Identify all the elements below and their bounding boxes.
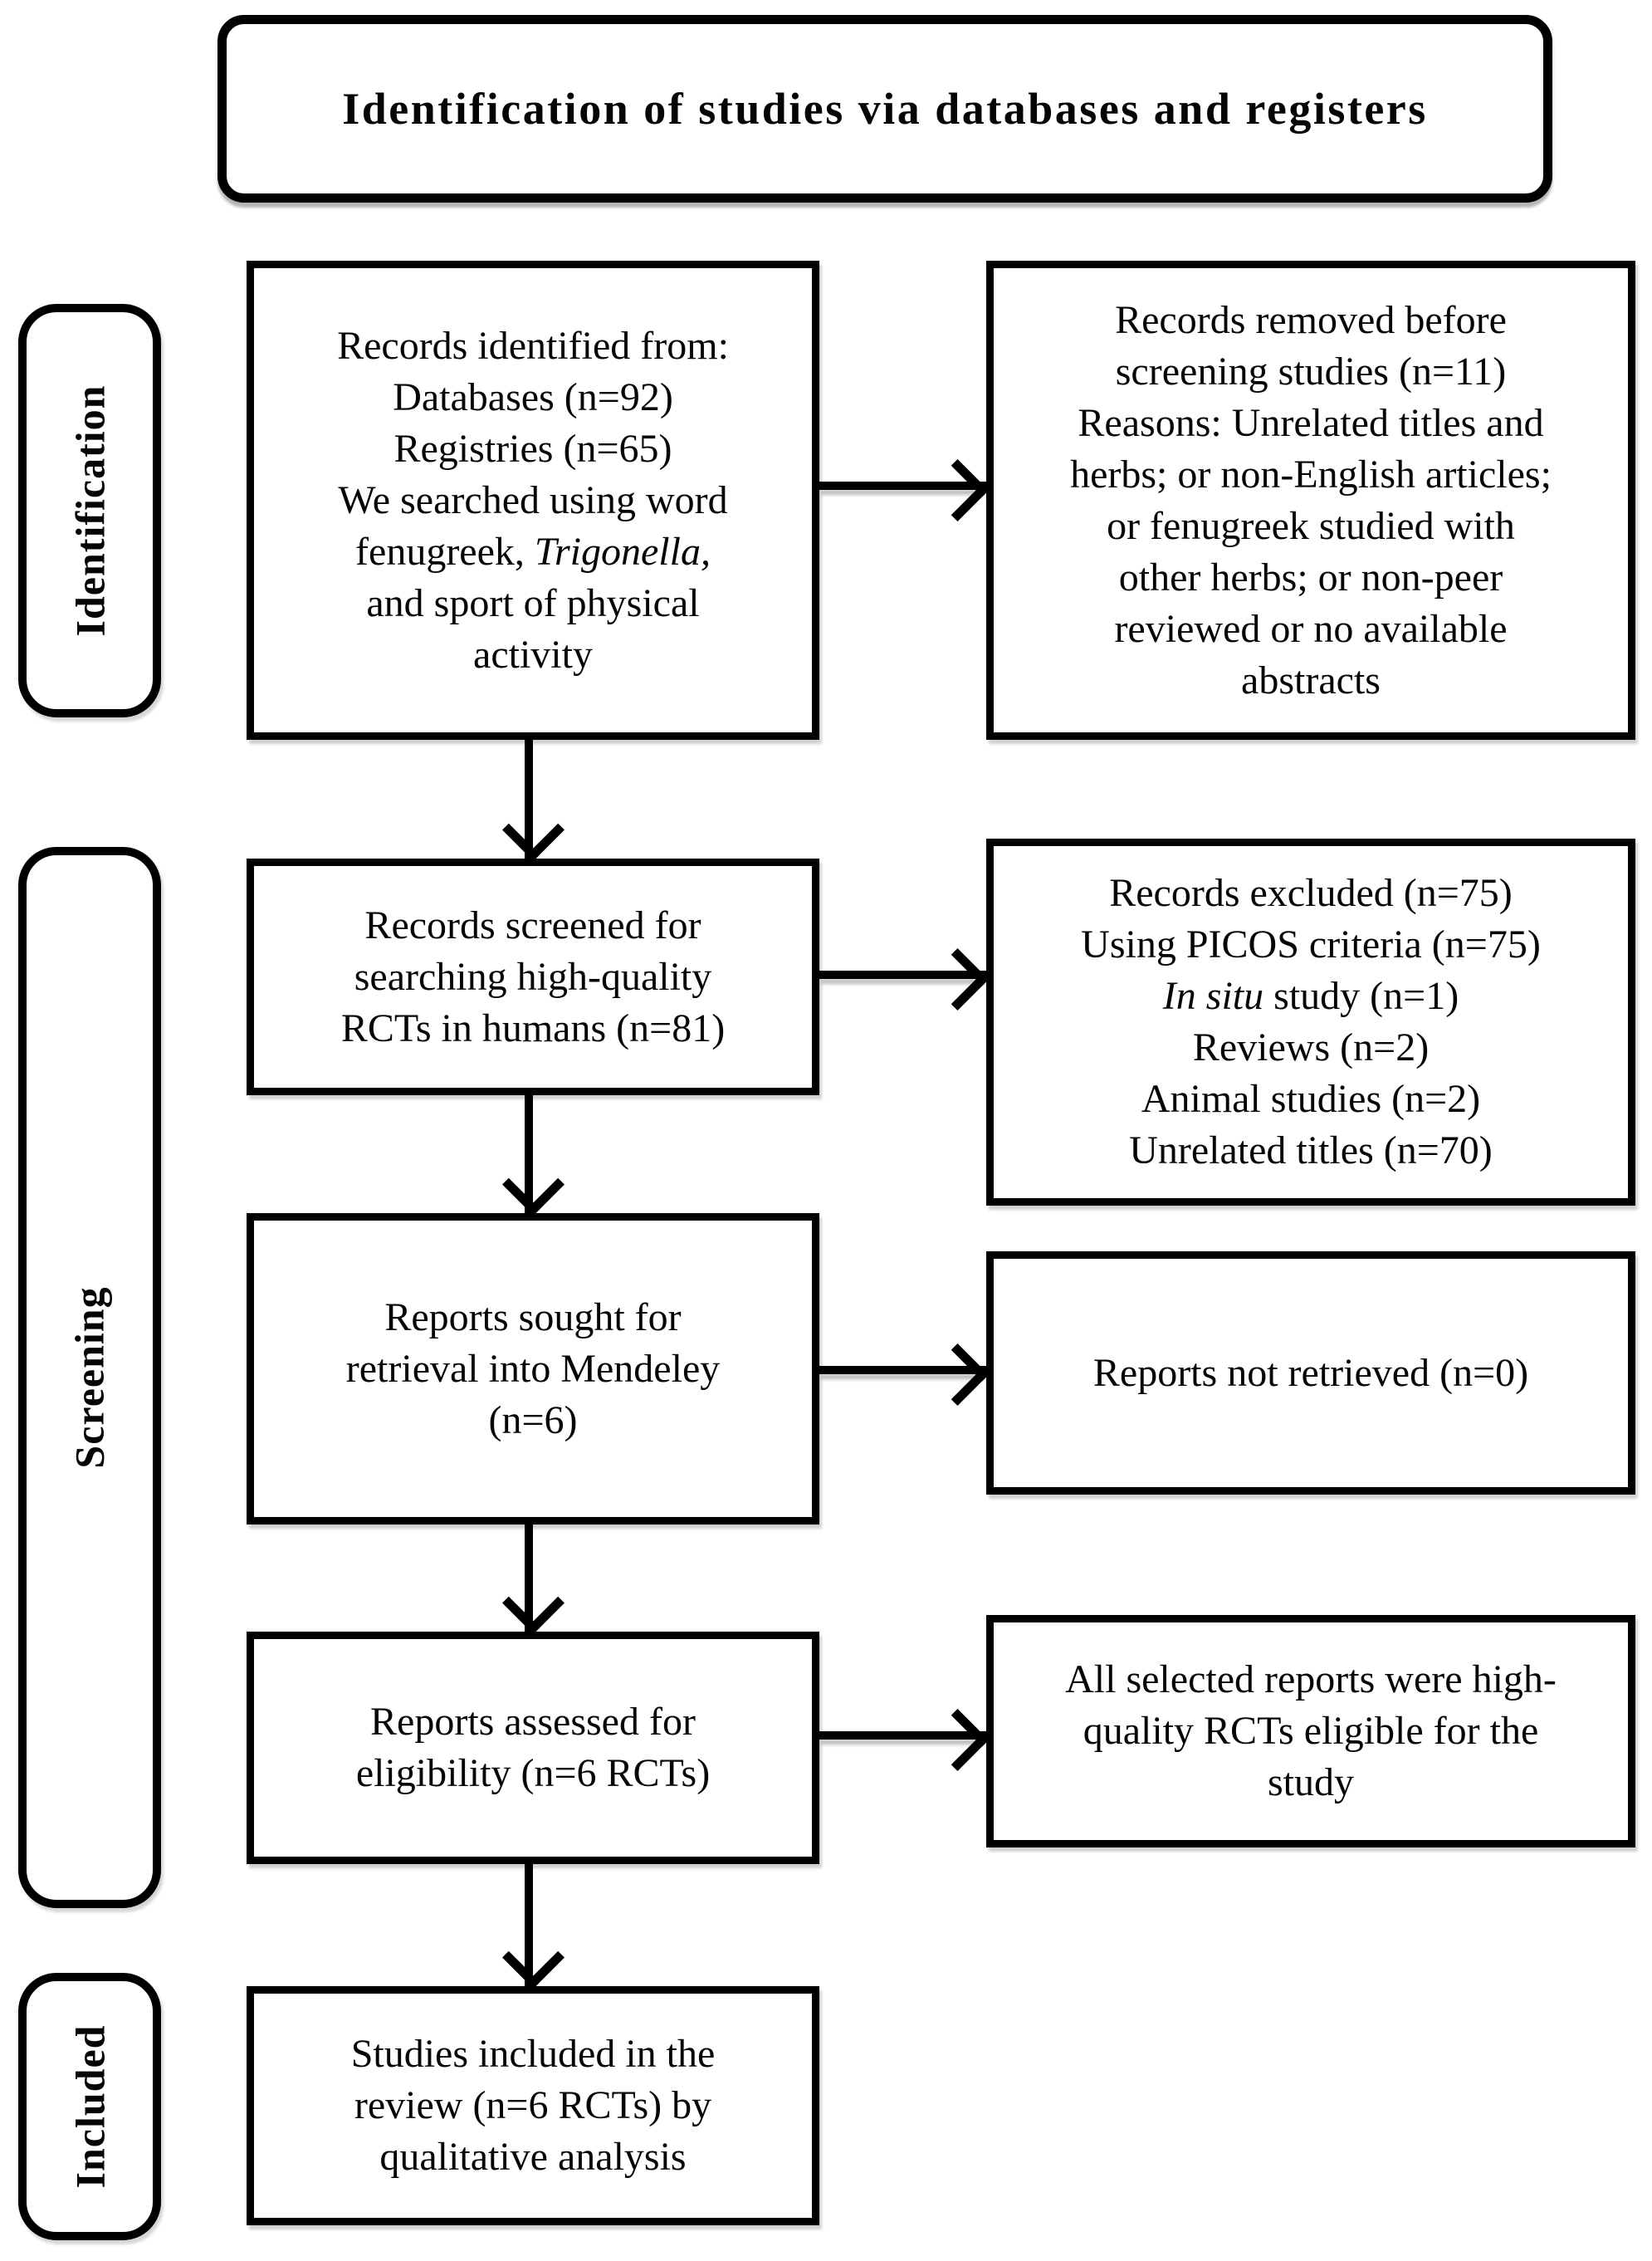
arrowhead-down-icon [502, 1926, 565, 1989]
arrow-stem [819, 482, 986, 490]
box-text-line: Using PICOS criteria (n=75) [1081, 923, 1541, 967]
box-text-line: screening studies (n=11) [1115, 349, 1507, 394]
stage-box-screening: Screening [18, 847, 161, 1908]
arrow-down-screened-to-sought [502, 1095, 565, 1216]
arrow-down-identified-to-screened [502, 740, 565, 861]
box-text-line: In situ study (n=1) [1163, 971, 1459, 1022]
box-text-line: quality RCTs eligible for the [1083, 1709, 1539, 1753]
box-selected-reports: All selected reports were high- quality … [986, 1615, 1635, 1847]
arrowhead-right-icon [926, 1709, 989, 1771]
box-text-line: retrieval into Mendeley [345, 1346, 721, 1391]
arrowhead-down-icon [502, 1153, 565, 1216]
box-reports-not-retrieved: Reports not retrieved (n=0) [986, 1251, 1635, 1495]
arrow-right-identified-to-removed [819, 459, 989, 521]
box-reports-sought: Reports sought for retrieval into Mendel… [247, 1213, 819, 1524]
arrow-down-assessed-to-included [502, 1864, 565, 1989]
arrow-right-assessed-to-selected [819, 1709, 989, 1771]
arrow-right-sought-to-not-retrieved [819, 1343, 989, 1406]
box-text-italic-segment: In situ [1162, 974, 1264, 1018]
box-text-line: Studies included in the [350, 2032, 716, 2076]
box-text-line: eligibility (n=6 RCTs) [355, 1751, 711, 1795]
box-text-line: review (n=6 RCTs) by [354, 2083, 712, 2127]
box-text-line: Reasons: Unrelated titles and [1078, 400, 1544, 445]
box-text-line: We searched using word [338, 477, 728, 522]
box-text-italic-segment: Trigonella, [534, 529, 711, 574]
arrowhead-down-icon [502, 1572, 565, 1634]
box-records-excluded: Records excluded (n=75) Using PICOS crit… [986, 839, 1635, 1206]
box-text-line: reviewed or no available [1114, 606, 1508, 651]
box-text-segment: fenugreek, [355, 529, 535, 574]
arrowhead-right-icon [926, 459, 989, 521]
arrowhead-right-icon [926, 948, 989, 1011]
box-text-line: and sport of physical [366, 580, 700, 625]
box-text-line: RCTs in humans (n=81) [340, 1006, 726, 1050]
box-text-line: activity [473, 632, 593, 677]
arrow-stem [525, 740, 533, 859]
box-text-line: Unrelated titles (n=70) [1129, 1128, 1493, 1172]
box-text-line: All selected reports were high- [1065, 1657, 1557, 1701]
box-records-identified: Records identified from: Databases (n=92… [247, 261, 819, 740]
arrowhead-right-icon [926, 1343, 989, 1406]
arrow-stem [819, 1731, 986, 1740]
box-text-line: searching high-quality [354, 954, 712, 999]
box-text-line: Reviews (n=2) [1192, 1025, 1430, 1069]
box-text-line: Reports assessed for [370, 1700, 696, 1744]
stage-label-screening: Screening [66, 1286, 113, 1469]
arrow-stem [525, 1524, 533, 1632]
stage-box-included: Included [18, 1973, 161, 2240]
box-text-line: Records identified from: [337, 323, 729, 368]
box-text-line: fenugreek, Trigonella, [355, 526, 711, 578]
box-text-line: or fenugreek studied with [1107, 503, 1515, 548]
box-text-line: qualitative analysis [379, 2135, 687, 2179]
box-text-line: abstracts [1241, 658, 1381, 702]
arrow-stem [819, 1366, 986, 1374]
box-text-line: Records excluded (n=75) [1109, 871, 1513, 915]
arrowhead-down-icon [502, 799, 565, 861]
box-text-line: study [1267, 1760, 1354, 1804]
box-text-line: Registries (n=65) [393, 426, 672, 471]
box-text-line: Animal studies (n=2) [1141, 1077, 1481, 1121]
box-text-segment: study (n=1) [1263, 974, 1459, 1018]
box-records-removed: Records removed before screening studies… [986, 261, 1635, 740]
box-text-line: Reports not retrieved (n=0) [1092, 1350, 1529, 1395]
box-text-line: herbs; or non-English articles; [1070, 452, 1552, 497]
arrow-stem [819, 971, 986, 979]
box-records-screened: Records screened for searching high-qual… [247, 859, 819, 1095]
title-box: Identification of studies via databases … [217, 15, 1552, 203]
box-text-line: other herbs; or non-peer [1118, 555, 1503, 600]
stage-box-identification: Identification [18, 304, 161, 717]
box-studies-included: Studies included in the review (n=6 RCTs… [247, 1986, 819, 2225]
stage-label-identification: Identification [66, 384, 113, 637]
box-text-line: (n=6) [488, 1397, 578, 1442]
diagram-title: Identification of studies via databases … [342, 84, 1428, 134]
box-text-line: Records screened for [364, 903, 701, 947]
arrow-right-screened-to-excluded [819, 948, 989, 1011]
box-reports-assessed: Reports assessed for eligibility (n=6 RC… [247, 1632, 819, 1864]
arrow-down-sought-to-assessed [502, 1524, 565, 1634]
box-text-line: Records removed before [1115, 297, 1507, 342]
box-text-line: Reports sought for [384, 1294, 682, 1339]
box-text-line: Databases (n=92) [393, 374, 673, 419]
arrow-stem [525, 1095, 533, 1213]
arrow-stem [525, 1864, 533, 1986]
stage-label-included: Included [66, 2024, 113, 2189]
